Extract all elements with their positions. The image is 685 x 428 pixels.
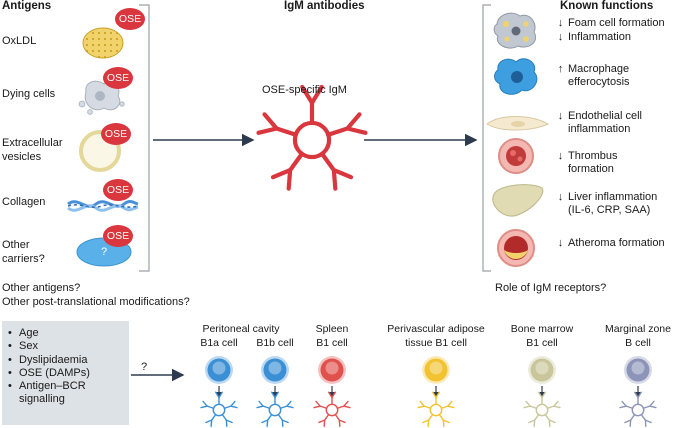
antigen-label-vesicles: vesicles xyxy=(2,151,42,163)
decrease-arrow: ↓ xyxy=(557,17,564,29)
function-atheroma: ↓ Atheroma formation xyxy=(557,237,665,249)
factors-panel: •Age •Sex •Dyslipidaemia •OSE (DAMPs) •A… xyxy=(2,321,129,425)
secretion-arrow-icon xyxy=(539,386,545,397)
b-cell-bone-marrow-icon xyxy=(528,356,556,384)
question-other-antigens: Other antigens? xyxy=(2,282,81,294)
secretion-arrow-icon xyxy=(272,386,278,397)
factor-item: •OSE (DAMPs) xyxy=(8,366,90,379)
function-liver: ↓ Liver inflammation (IL-6, CRP, SAA) xyxy=(557,191,658,216)
bcell-label-spleen: Spleen xyxy=(315,323,349,335)
decrease-arrow: ↓ xyxy=(557,110,564,122)
b-cell-b1a-icon xyxy=(205,356,233,384)
secretion-arrow-icon xyxy=(433,386,439,397)
small-igm-icon xyxy=(417,391,455,428)
antigens-header: Antigens xyxy=(2,0,52,12)
ose-badge-label: OSE xyxy=(104,128,128,140)
b-cell-pvat-icon xyxy=(422,356,450,384)
bcell-label-b1b: B1b cell xyxy=(256,337,294,349)
antigen-label-oxldl: OxLDL xyxy=(2,35,37,47)
liver-icon xyxy=(492,184,544,217)
atheroma-icon xyxy=(497,229,535,267)
decrease-arrow: ↓ xyxy=(557,237,564,249)
question-igm-receptors: Role of IgM receptors? xyxy=(495,282,607,294)
b-cell-row xyxy=(200,356,657,428)
bcell-label-marginal-zone-b: B cell xyxy=(625,337,651,349)
factor-item: •Age xyxy=(8,327,39,339)
small-igm-icon xyxy=(256,391,294,428)
small-igm-icon xyxy=(313,391,351,428)
b-cell-b1b-icon xyxy=(261,356,289,384)
factor-item: •Sex xyxy=(8,340,38,353)
ose-badge-label: OSE xyxy=(118,13,142,25)
bcell-label-b1a: B1a cell xyxy=(200,337,238,349)
antigen-label-carriers: carriers? xyxy=(2,253,45,265)
known-functions-header: Known functions xyxy=(560,0,654,12)
macrophage-icon xyxy=(494,58,538,95)
igm-antibodies-header: IgM antibodies xyxy=(284,0,365,12)
function-inflammation: ↓ Inflammation xyxy=(557,31,631,43)
decrease-arrow: ↓ xyxy=(557,31,564,43)
small-igm-icon xyxy=(200,391,238,428)
small-igm-icon xyxy=(619,391,657,428)
small-igm-icon xyxy=(523,391,561,428)
secretion-arrow-icon xyxy=(635,386,641,397)
bcell-label-spleen-b1: B1 cell xyxy=(316,337,348,349)
ose-badges xyxy=(101,8,145,247)
ose-badge-label: OSE xyxy=(106,72,130,84)
bcell-label-bone-marrow-b1: B1 cell xyxy=(526,337,558,349)
bcell-label-bone-marrow: Bone marrow xyxy=(510,323,574,335)
collagen-icon xyxy=(67,200,139,212)
question-other-ptm: Other post-translational modifications? xyxy=(2,296,190,308)
function-thrombus: ↓ Thrombus formation xyxy=(557,150,618,175)
unknown-carrier-mark: ? xyxy=(101,246,108,258)
function-foam-cell: ↓ Foam cell formation xyxy=(557,17,665,29)
igm-pentamer-icon xyxy=(256,84,368,191)
secretion-arrow-icon xyxy=(216,386,222,397)
thrombus-icon xyxy=(498,138,534,174)
igm-label: OSE-specific IgM xyxy=(262,84,347,96)
secretion-arrow-icon xyxy=(329,386,335,397)
b-cell-marginal-zone-icon xyxy=(624,356,652,384)
endothelial-cell-icon xyxy=(486,116,550,131)
bcell-label-pvat-b1: tissue B1 cell xyxy=(405,337,467,349)
foam-cell-icon xyxy=(493,12,536,49)
antigens-bracket xyxy=(139,4,150,272)
function-endothelial: ↓ Endothelial cell inflammation xyxy=(557,110,642,135)
bcell-label-peritoneal: Peritoneal cavity xyxy=(202,323,280,335)
functions-bracket xyxy=(482,4,491,272)
ose-badge-label: OSE xyxy=(106,230,130,242)
oxldl-icon xyxy=(82,27,124,59)
decrease-arrow: ↓ xyxy=(557,150,564,162)
antigen-label-collagen: Collagen xyxy=(2,196,46,208)
decrease-arrow: ↓ xyxy=(557,191,564,203)
dying-cell-icon xyxy=(78,80,125,115)
factor-item: •Dyslipidaemia xyxy=(8,353,88,366)
b-cell-spleen-icon xyxy=(318,356,346,384)
antigen-label-extracellular: Extracellular xyxy=(2,137,63,149)
factor-item: signalling xyxy=(19,393,65,406)
function-efferocytosis: ↑ Macrophage efferocytosis xyxy=(557,63,630,88)
bcell-label-pvat: Perivascular adipose xyxy=(387,323,485,335)
antigen-label-other: Other xyxy=(2,239,30,251)
factor-item: •Antigen–BCR xyxy=(8,380,86,393)
antigen-label-dying-cells: Dying cells xyxy=(2,88,56,100)
increase-arrow: ↑ xyxy=(557,63,564,75)
bcell-label-marginal-zone: Marginal zone xyxy=(605,323,671,335)
factors-arrow-label: ? xyxy=(141,361,148,373)
ose-badge-label: OSE xyxy=(106,184,130,196)
